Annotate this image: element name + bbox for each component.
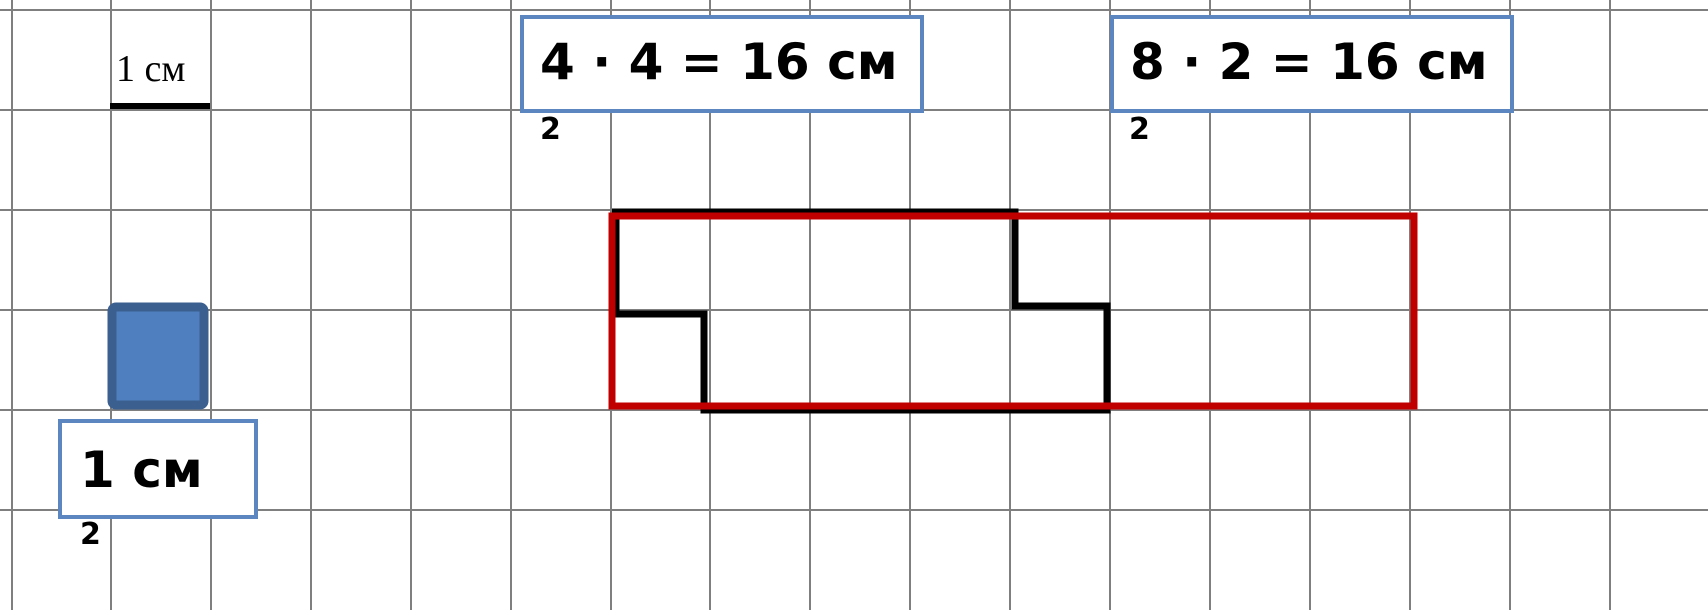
equation-box-1: 4 · 4 = 16 см xyxy=(520,15,924,113)
equation-text-2: 8 · 2 = 16 см xyxy=(1130,33,1488,91)
unit-square-label: 1 см xyxy=(80,441,203,499)
equation-text-1: 4 · 4 = 16 см xyxy=(540,33,898,91)
unit-square-label-box: 1 см xyxy=(58,419,258,519)
equation-exponent-1: 2 xyxy=(540,112,561,147)
equation-box-2: 8 · 2 = 16 см xyxy=(1110,15,1514,113)
scale-label: 1 см xyxy=(116,48,186,90)
stepped-figure xyxy=(612,208,1111,414)
equation-exponent-2: 2 xyxy=(1129,112,1150,147)
unit-square xyxy=(107,302,209,410)
rectangle-8x2 xyxy=(608,212,1418,410)
unit-square-exponent: 2 xyxy=(80,517,101,552)
